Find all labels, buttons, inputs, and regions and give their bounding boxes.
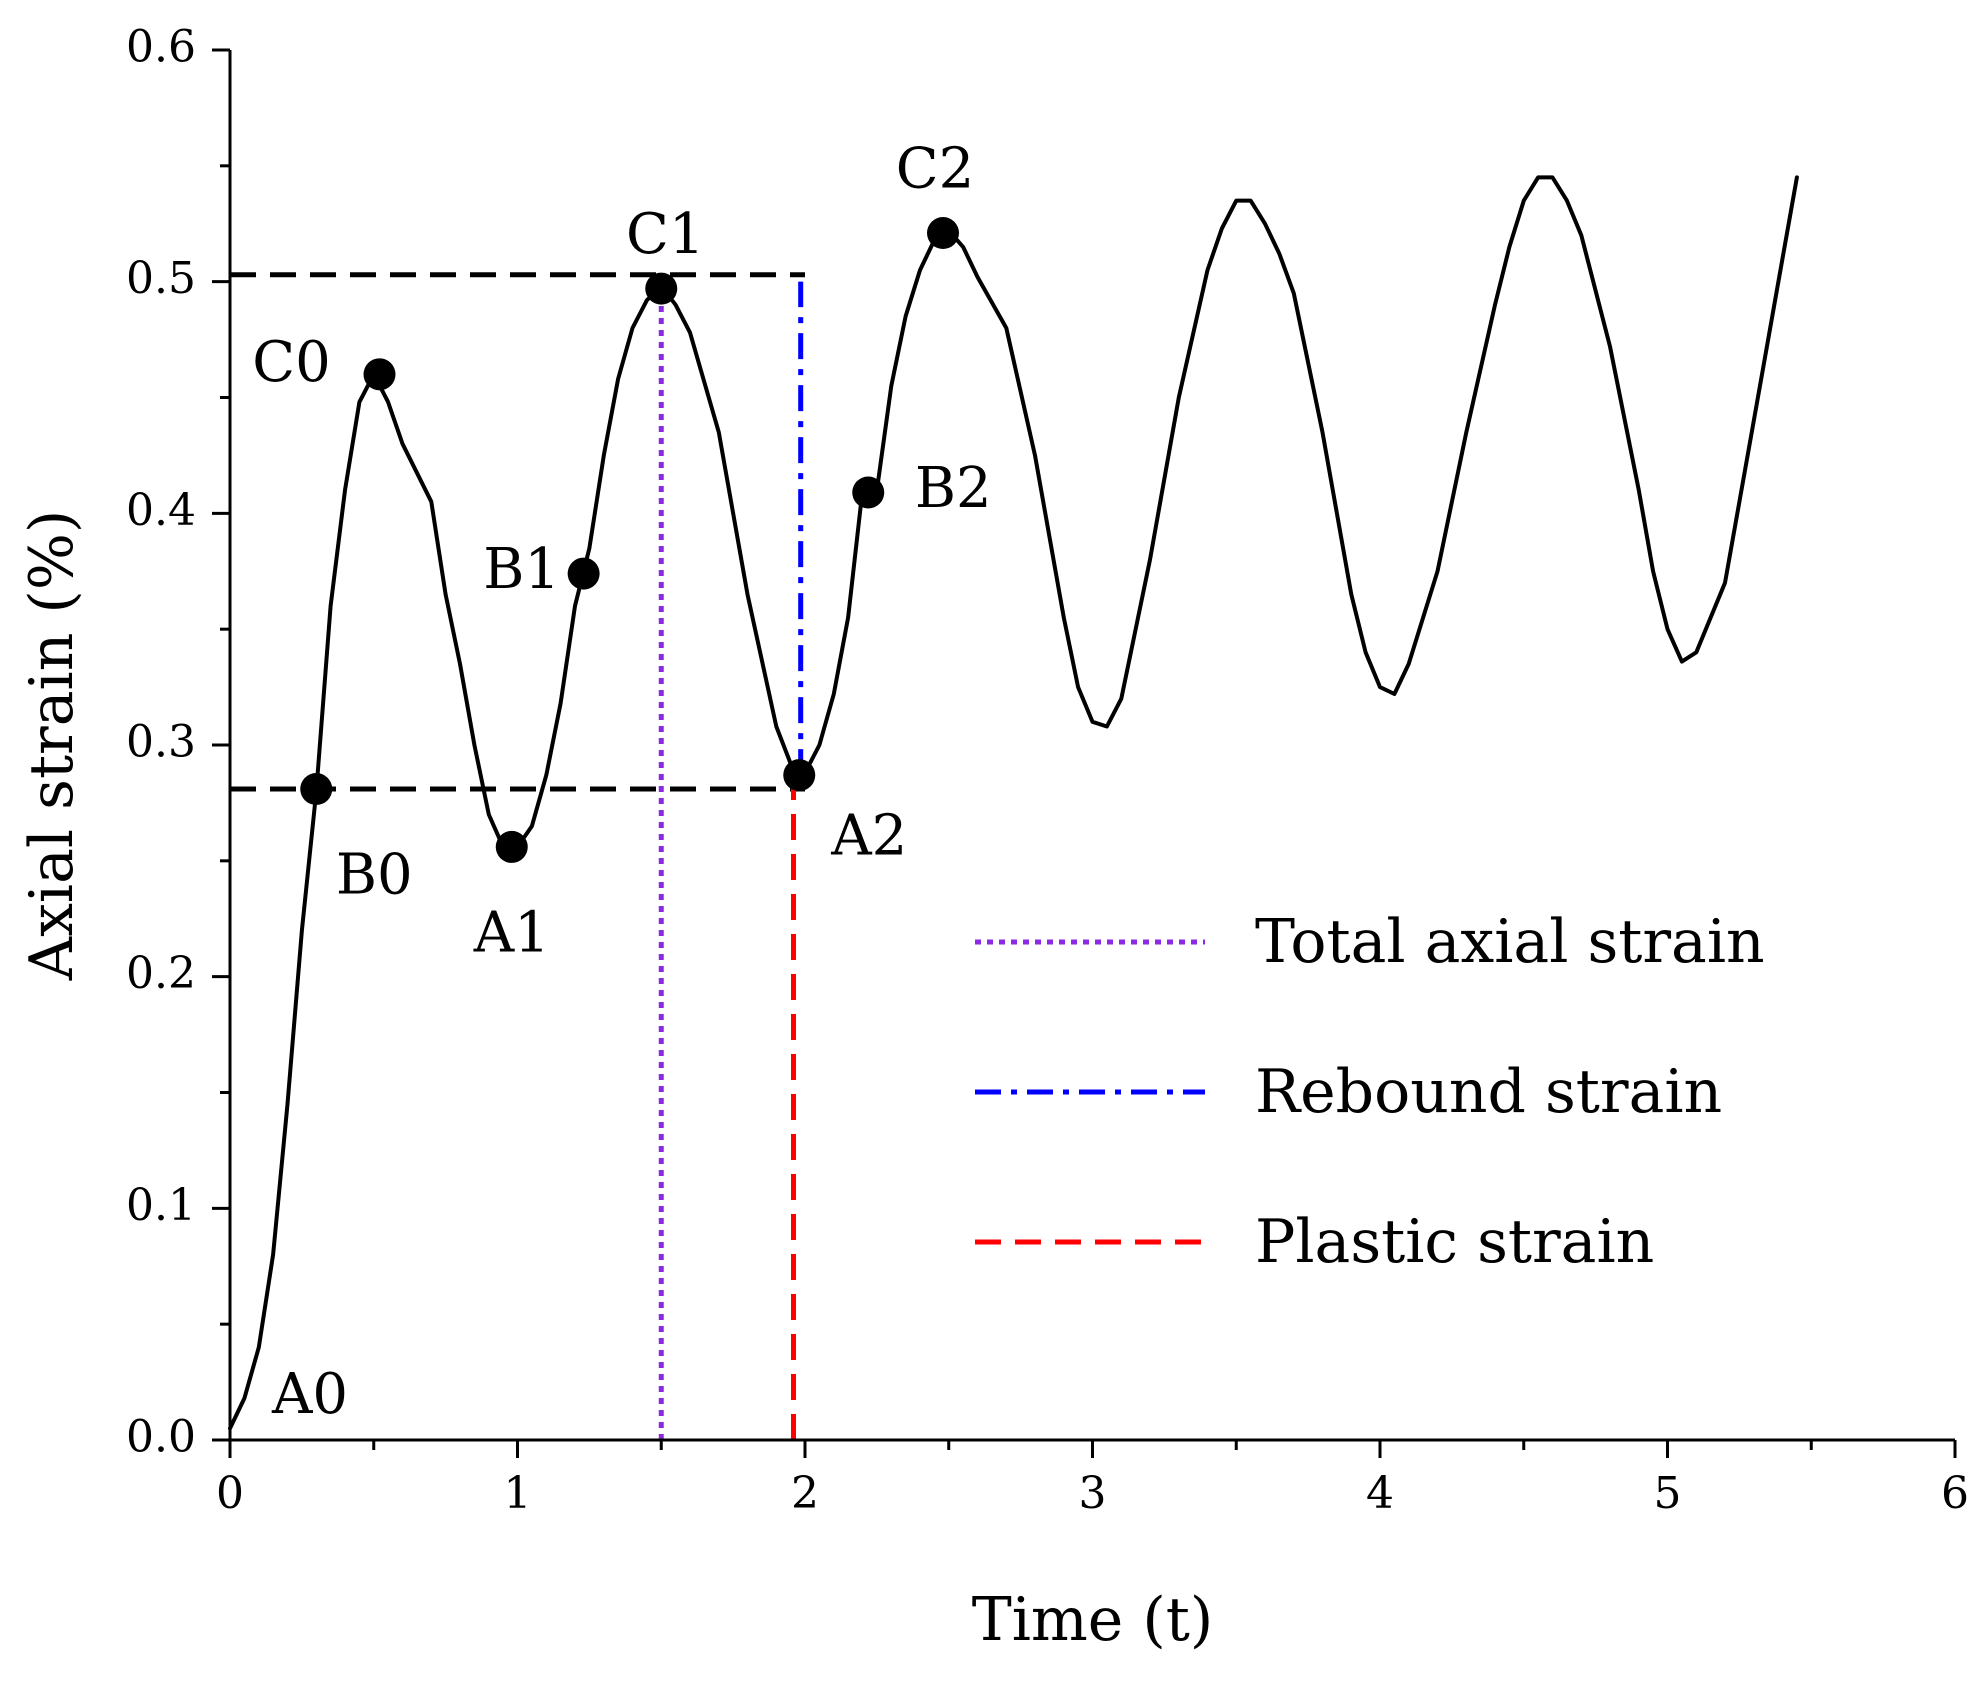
x-tick-label: 6 bbox=[1941, 1468, 1969, 1519]
point-label: C2 bbox=[896, 137, 974, 202]
y-tick-label: 0.3 bbox=[126, 717, 196, 768]
y-tick-label: 0.1 bbox=[126, 1180, 196, 1231]
x-tick-label: 4 bbox=[1366, 1468, 1394, 1519]
y-axis-title: Axial strain (%) bbox=[17, 510, 87, 981]
point-label: C1 bbox=[626, 202, 704, 267]
point-label: A1 bbox=[473, 900, 550, 965]
data-point-marker bbox=[363, 358, 396, 391]
point-label: C0 bbox=[252, 330, 330, 395]
data-point-marker bbox=[300, 773, 333, 806]
legend-label: Rebound strain bbox=[1255, 1057, 1722, 1127]
y-tick-label: 0.4 bbox=[126, 485, 196, 536]
markers-layer bbox=[300, 217, 959, 863]
data-point-marker bbox=[783, 759, 816, 792]
y-tick-label: 0.5 bbox=[126, 253, 196, 304]
x-tick-label: 1 bbox=[504, 1468, 532, 1519]
point-label: B0 bbox=[336, 843, 413, 908]
data-point-marker bbox=[927, 217, 959, 250]
y-tick-label: 0.6 bbox=[126, 22, 196, 73]
point-label: A0 bbox=[271, 1362, 348, 1427]
data-point-marker bbox=[495, 830, 528, 863]
x-tick-label: 5 bbox=[1654, 1468, 1682, 1519]
y-tick-label: 0.2 bbox=[126, 948, 196, 999]
strain-curve bbox=[228, 175, 1799, 1431]
legend-label: Plastic strain bbox=[1255, 1207, 1654, 1277]
x-tick-label: 3 bbox=[1079, 1468, 1107, 1519]
curve-layer bbox=[228, 175, 1799, 1431]
data-point-marker bbox=[852, 476, 885, 509]
x-tick-label: 2 bbox=[791, 1468, 819, 1519]
y-tick-label: 0.0 bbox=[126, 1412, 196, 1463]
data-point-marker bbox=[645, 272, 678, 305]
legend-label: Total axial strain bbox=[1255, 907, 1765, 977]
x-axis-title: Time (t) bbox=[972, 1585, 1214, 1655]
point-label: B2 bbox=[915, 456, 992, 521]
data-point-marker bbox=[567, 557, 600, 590]
point-label: A2 bbox=[830, 804, 907, 869]
point-label: B1 bbox=[483, 537, 560, 602]
x-tick-label: 0 bbox=[216, 1468, 244, 1519]
